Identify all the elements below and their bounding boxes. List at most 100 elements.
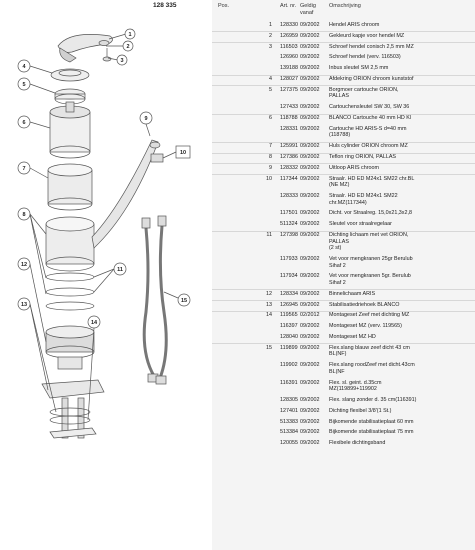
row-description: Inbus sleutel SM 2,5 mm [329, 65, 389, 72]
row-date: 09/2002 [300, 210, 320, 217]
header-geldig: Geldig [300, 3, 316, 9]
row-separator [212, 300, 475, 302]
row-date: 09/2002 [300, 334, 320, 340]
row-art-nr: 128334 [280, 290, 298, 297]
row-art-nr: 127386 [280, 154, 298, 160]
row-art-nr: 126959 [280, 32, 298, 39]
cover-ring-part [50, 68, 90, 82]
row-date: 09/2002 [300, 379, 320, 386]
row-date: 09/2002 [300, 32, 320, 39]
stabilisation-plate-part [41, 379, 105, 399]
row-art-nr: 128332 [280, 164, 298, 171]
row-pos: 9 [269, 164, 272, 171]
table-header: Pos. Art. nr. Geldig vanaf Omschrijving [212, 0, 475, 22]
callout-2 [122, 40, 134, 52]
row-art-nr: 128040 [280, 334, 298, 340]
callout-7 [17, 161, 31, 175]
row-date: 09/2002 [300, 54, 320, 61]
callout-8 [17, 207, 31, 221]
callout-9 [139, 111, 153, 125]
callout-1 [124, 28, 136, 40]
callout-label: 5 [22, 82, 25, 88]
row-art-nr: 128331 [280, 125, 298, 132]
row-art-nr: 117934 [280, 273, 298, 280]
row-description: Dicht. vor Straalreg. 15,0x21,3x2,8 [329, 210, 412, 217]
row-date: 09/2002 [300, 362, 320, 369]
row-date: 09/2002 [300, 418, 320, 425]
row-art-nr: 119902 [280, 362, 298, 369]
row-art-nr: 139188 [280, 65, 298, 72]
row-pos: 12 [266, 290, 272, 297]
row-pos: 6 [269, 115, 272, 121]
row-date: 09/2002 [300, 290, 320, 297]
row-separator [212, 152, 475, 154]
row-pos: 15 [266, 344, 272, 351]
callout-10 [175, 145, 191, 159]
callout-label: 4 [22, 64, 26, 70]
callout-13 [17, 297, 31, 311]
row-date: 09/2002 [300, 164, 320, 171]
row-art-nr: 125991 [280, 143, 298, 150]
callout-label: 12 [21, 262, 27, 268]
row-description: Huls cylinder ORION chroom MZ [329, 143, 408, 150]
callout-label: 14 [91, 320, 98, 326]
row-pos: 14 [266, 312, 272, 319]
row-art-nr: 117501 [280, 210, 298, 217]
row-separator [212, 85, 475, 87]
row-art-nr: 120055 [280, 440, 298, 447]
row-description: Stabilisatiedriehoek BLANCO [329, 301, 400, 308]
aerator-part [150, 153, 164, 163]
callout-label: 10 [180, 150, 186, 156]
row-art-nr: 513383 [280, 418, 298, 425]
row-date: 09/2002 [300, 344, 320, 351]
row-description: Schroef hendel conisch 2,5 mm MZ [329, 43, 414, 50]
row-pos: 11 [266, 232, 272, 238]
row-art-nr: 513384 [280, 429, 298, 436]
row-date: 09/2002 [300, 143, 320, 150]
callout-3 [116, 54, 128, 66]
row-separator [212, 174, 475, 176]
row-art-nr: 128333 [280, 193, 298, 199]
row-date: 09/2002 [300, 175, 320, 182]
callout-label: 1 [128, 32, 131, 38]
row-date: 09/2002 [300, 397, 320, 403]
row-description: Afdekring ORION chroom kunststof [329, 76, 414, 82]
callout-6 [17, 115, 31, 129]
row-separator [212, 343, 475, 345]
row-separator [212, 42, 475, 44]
row-description: Bijkomende stabilisatieplaat 60 mm [329, 418, 414, 425]
row-pos: 4 [269, 76, 272, 82]
row-date: 09/2002 [300, 43, 320, 50]
callout-label: 7 [22, 166, 25, 172]
row-date: 09/2002 [300, 232, 320, 238]
row-art-nr: 128027 [280, 76, 298, 82]
exploded-view-diagram: 1 2 3 4 5 6 7 8 9 10 11 12 13 14 15 [17, 28, 191, 439]
row-separator [212, 289, 475, 291]
row-description: Flex. slang zonder d. 35 cm(116391) [329, 397, 417, 403]
header-omschrijving: Omschrijving [329, 3, 361, 9]
row-description: Schroef hendel (verv. 116503) [329, 54, 401, 61]
row-date: 09/2002 [300, 104, 320, 111]
row-pos: 1 [269, 22, 272, 28]
row-art-nr: 128330 [280, 22, 298, 28]
row-date: 09/2002 [300, 76, 320, 82]
row-date: 09/2002 [300, 22, 320, 28]
row-date: 09/2002 [300, 256, 320, 262]
callout-label: 15 [181, 298, 187, 304]
row-art-nr: 117933 [280, 256, 298, 262]
callout-4 [17, 59, 31, 73]
callout-label: 3 [120, 58, 123, 64]
row-description: Teflon ring ORION, PALLAS [329, 154, 397, 160]
row-description: Straalr. HD ED M24x1 SM22 chr.BL(NE MZ) [329, 175, 415, 189]
row-date: 09/2002 [300, 273, 320, 280]
row-pos: 3 [269, 43, 272, 50]
row-date: 09/2002 [300, 115, 320, 121]
callout-14 [87, 315, 101, 329]
row-art-nr: 116391 [280, 379, 298, 386]
row-separator [212, 163, 475, 165]
